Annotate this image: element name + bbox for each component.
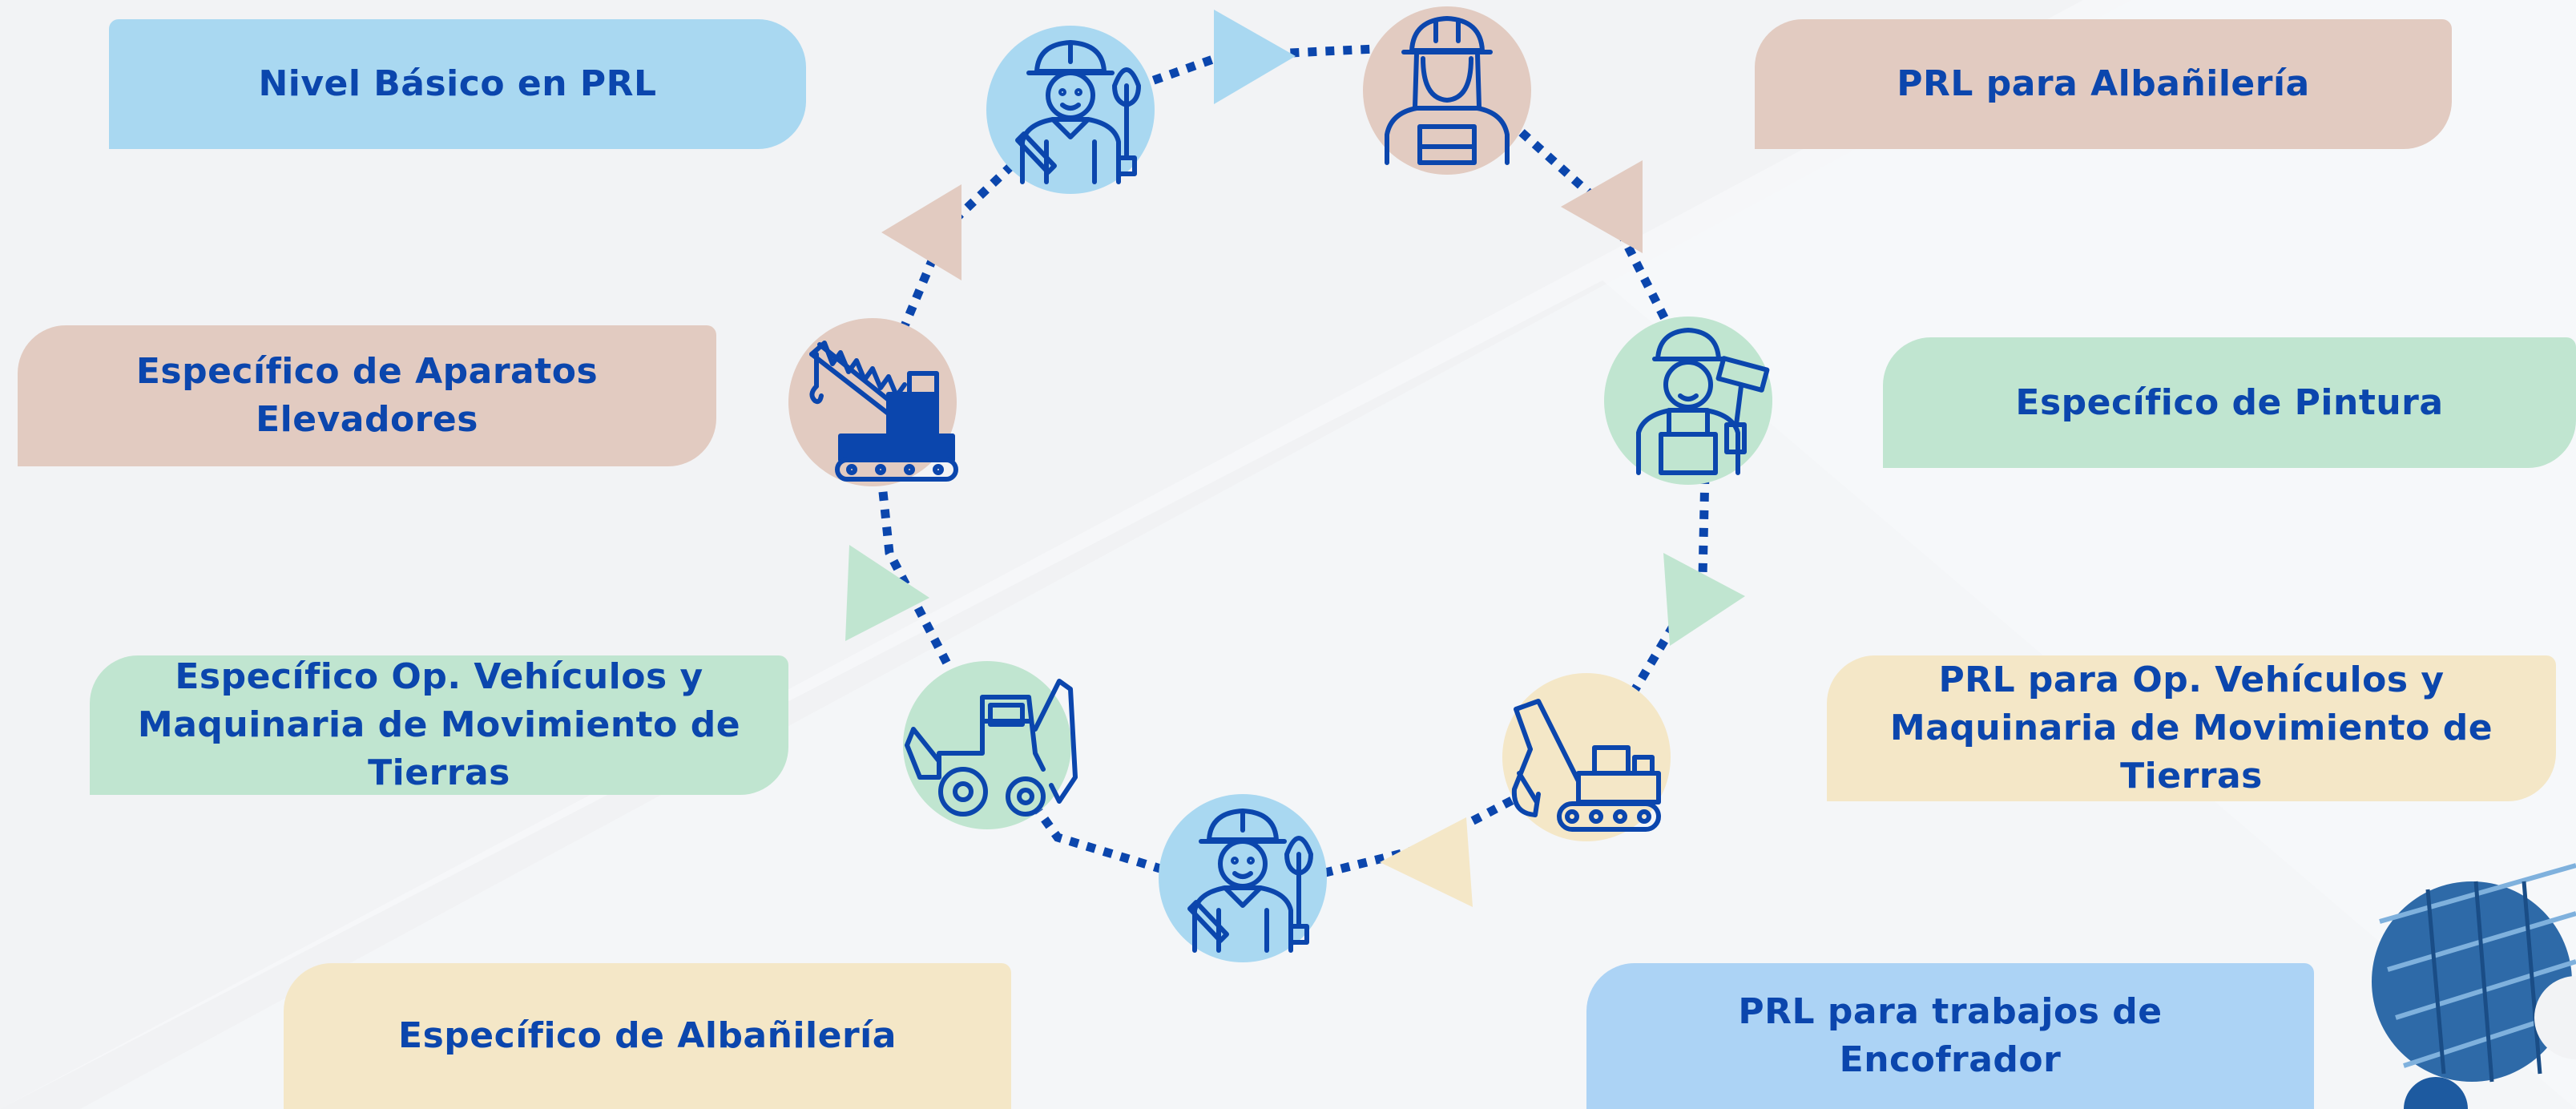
arrow-up-right [881, 184, 961, 280]
corner-photo-decoration [2372, 863, 2576, 1109]
label-nivel-basico-prl: Nivel Básico en PRL [109, 19, 806, 149]
node-backhoe [903, 661, 1075, 829]
arrow-right [1214, 10, 1296, 104]
label-prl-encofrador: PRL para trabajos de Encofrador [1586, 963, 2314, 1109]
arrow-down-left [1561, 160, 1643, 253]
node-crane [788, 318, 957, 486]
node-painter [1604, 317, 1772, 485]
arrow-up [845, 545, 929, 641]
label-prl-vehiculos-maquinaria: PRL para Op. Vehículos y Maquinaria de M… [1827, 655, 2556, 801]
label-especifico-aparatos-elevadores: Específico de Aparatos Elevadores [18, 325, 716, 466]
node-worker-bottom [1159, 794, 1327, 962]
arrow-down-right [1663, 553, 1745, 646]
label-especifico-vehiculos-maquinaria: Específico Op. Vehículos y Maquinaria de… [90, 655, 788, 795]
label-prl-albanileria: PRL para Albañilería [1755, 19, 2452, 149]
node-worker-top [986, 26, 1155, 194]
node-female-worker [1363, 6, 1531, 175]
node-excavator [1502, 673, 1671, 841]
label-especifico-pintura: Específico de Pintura [1883, 337, 2576, 468]
label-especifico-albanileria: Específico de Albañilería [284, 963, 1011, 1109]
arrow-left [1380, 817, 1473, 907]
